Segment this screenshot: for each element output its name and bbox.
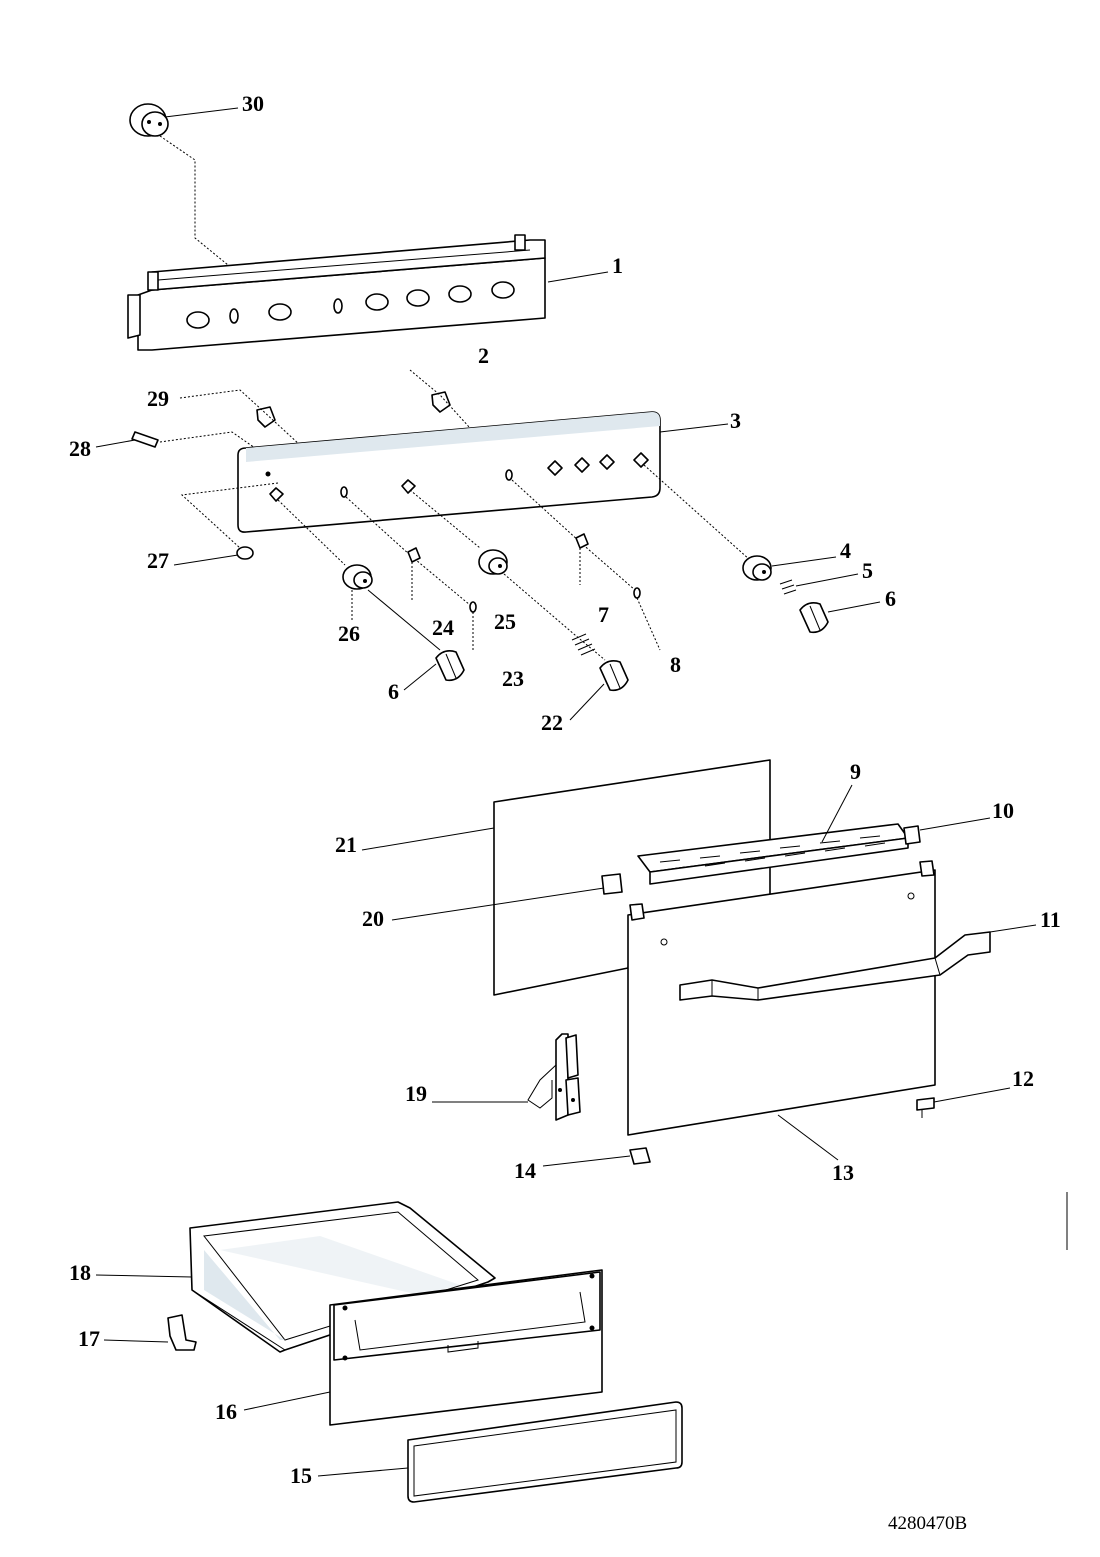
callout-14: 14 [514, 1158, 536, 1183]
dotted-path-25 [409, 489, 481, 549]
part-4-drawing [742, 555, 772, 581]
leader-4 [771, 556, 837, 567]
callout-6-left: 6 [388, 679, 399, 704]
part-25-drawing [478, 549, 508, 575]
callout-23: 23 [502, 666, 524, 691]
part-6-left-drawing [435, 650, 465, 682]
callout-17: 17 [78, 1326, 100, 1351]
part-15-drawing [407, 1401, 683, 1503]
dotted-path-22 [503, 573, 606, 661]
part-11-drawing [679, 931, 991, 1001]
leader-16 [243, 1391, 331, 1411]
dotted-8-down [636, 597, 661, 651]
callout-28: 28 [69, 436, 91, 461]
callout-24: 24 [432, 615, 454, 640]
leader-17 [103, 1339, 169, 1343]
part-9-drawing [637, 823, 909, 885]
part-14-drawing [629, 1147, 651, 1165]
part-7-drawing [575, 533, 589, 549]
callout-11: 11 [1040, 907, 1061, 932]
part-27-drawing [236, 546, 254, 560]
part-2-drawing [431, 391, 451, 413]
callout-27: 27 [147, 548, 169, 573]
callout-18: 18 [69, 1260, 91, 1285]
callout-3: 3 [730, 408, 741, 433]
leader-30 [164, 107, 239, 118]
part-13-drawing [627, 860, 936, 1136]
callout-20: 20 [362, 906, 384, 931]
part-1-drawing [127, 234, 546, 351]
callout-19: 19 [405, 1081, 427, 1106]
leader-15 [317, 1467, 409, 1477]
leader-27 [173, 554, 239, 566]
part-5-drawing [779, 579, 797, 595]
callout-2: 2 [478, 343, 489, 368]
part-28-drawing [131, 431, 159, 448]
part-10-drawing [903, 825, 921, 845]
callout-21: 21 [335, 832, 357, 857]
leader-11 [989, 924, 1037, 933]
part-8-drawing [633, 587, 641, 599]
leader-14 [542, 1155, 631, 1167]
leader-22 [569, 683, 605, 721]
callout-5: 5 [862, 558, 873, 583]
callout-29: 29 [147, 386, 169, 411]
dotted-path-28 [159, 431, 266, 456]
callout-9: 9 [850, 759, 861, 784]
dotted-path-30 [159, 135, 229, 266]
part-26-drawing [342, 564, 373, 590]
leader-10 [919, 817, 991, 831]
dotted-path-26 [277, 499, 346, 566]
part-30-drawing [129, 103, 169, 137]
leader-18 [95, 1274, 193, 1278]
part-spring-center-drawing [571, 633, 596, 656]
callout-6-right: 6 [885, 586, 896, 611]
part-12-drawing [916, 1097, 935, 1118]
callout-12: 12 [1012, 1066, 1034, 1091]
leader-20 [391, 887, 605, 921]
leader-12 [933, 1087, 1011, 1103]
part-18-drawing [189, 1201, 496, 1353]
callout-10: 10 [992, 798, 1014, 823]
callout-8: 8 [670, 652, 681, 677]
callout-16: 16 [215, 1399, 237, 1424]
document-code: 4280470B [888, 1513, 968, 1534]
callout-1: 1 [612, 253, 623, 278]
part-16-drawing [329, 1269, 603, 1426]
part-17-drawing [167, 1314, 197, 1351]
dotted-path-2 [409, 369, 471, 429]
callout-7: 7 [598, 602, 609, 627]
part-29-drawing [256, 406, 276, 428]
callout-15: 15 [290, 1463, 312, 1488]
callout-4: 4 [840, 538, 851, 563]
leader-1 [547, 271, 609, 283]
leader-26-axis [367, 589, 441, 651]
part-3-drawing [237, 411, 661, 533]
dotted-path-4 [643, 464, 751, 561]
leader-3 [659, 423, 729, 433]
part-23-drawing [469, 601, 477, 613]
dotted-path-27 [180, 482, 279, 549]
leader-5 [795, 573, 859, 587]
leader-21 [361, 827, 495, 851]
part-22-drawing [599, 660, 629, 692]
leader-6-right [827, 601, 881, 613]
callout-25: 25 [494, 609, 516, 634]
callout-22: 22 [541, 710, 563, 735]
leader-28 [95, 439, 136, 448]
part-24-drawing [407, 547, 421, 563]
callout-13: 13 [832, 1160, 854, 1185]
leader-9 [821, 784, 853, 843]
dotted-path-24 [345, 496, 471, 606]
leader-13 [777, 1114, 839, 1161]
part-6-right-drawing [799, 602, 829, 634]
leader-6-left [403, 663, 437, 691]
callout-26: 26 [338, 621, 360, 646]
part-19-drawing [527, 1033, 581, 1121]
dotted-path-29 [179, 389, 301, 446]
callout-30: 30 [242, 91, 264, 116]
part-20-drawing [601, 873, 623, 895]
